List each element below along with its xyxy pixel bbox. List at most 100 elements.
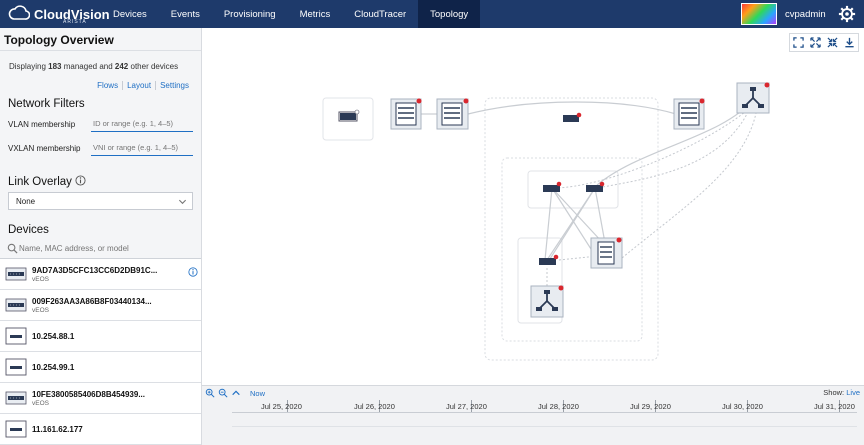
zoom-out-icon[interactable] [218, 388, 228, 398]
info-icon[interactable] [75, 175, 86, 186]
app-name: CloudVision [34, 6, 110, 22]
device-node[interactable] [586, 181, 605, 192]
topology-canvas[interactable] [202, 28, 864, 385]
expand-icon[interactable] [810, 37, 821, 48]
device-node[interactable] [563, 112, 582, 122]
list-item[interactable]: 10.254.88.1 [0, 321, 201, 352]
tab-devices[interactable]: Devices [113, 8, 147, 20]
tab-provisioning[interactable]: Provisioning [223, 8, 276, 20]
device-group[interactable] [517, 237, 563, 324]
tab-topology[interactable]: Topology [418, 0, 481, 28]
timeline-axis [232, 412, 857, 413]
device-type: vEOS [32, 276, 49, 283]
device-group[interactable] [501, 157, 643, 342]
cloudvision-logo-icon [8, 5, 30, 20]
chevron-down-icon [178, 199, 187, 205]
timeline-date: Jul 26, 2020 [354, 402, 395, 411]
list-item[interactable]: 10FE3800585406D8B454939... vEOS [0, 383, 201, 414]
generic-device-icon [5, 358, 27, 376]
canvas-toolbar [789, 33, 859, 52]
arista-switch-icon [5, 298, 27, 312]
device-group[interactable] [527, 170, 619, 209]
device-node[interactable] [390, 98, 422, 130]
settings-link[interactable]: Settings [155, 81, 193, 90]
timeline-date: Jul 31, 2020 [814, 402, 855, 411]
device-name: 10.254.88.1 [32, 332, 75, 341]
arista-switch-icon [5, 391, 27, 405]
top-navigation-bar: CloudVision ARISTA Devices Events Provis… [0, 0, 864, 28]
timeline-track[interactable] [232, 426, 857, 427]
app-subtitle: ARISTA [63, 19, 87, 25]
user-menu[interactable]: cvpadmin [741, 2, 826, 26]
device-node[interactable] [673, 98, 705, 130]
arista-switch-icon [5, 267, 27, 281]
device-type: vEOS [32, 400, 49, 407]
timeline[interactable]: Now Show: Live Jul 25, 2020 Jul 26, 2020… [202, 385, 864, 445]
timeline-tick [287, 400, 288, 412]
chevron-up-icon[interactable] [231, 388, 241, 398]
timeline-tick [747, 400, 748, 412]
generic-device-icon [5, 420, 27, 438]
device-node[interactable] [539, 254, 559, 265]
list-item[interactable]: 11.161.62.177 [0, 414, 201, 445]
topology-graph[interactable] [202, 28, 864, 385]
timeline-tick [839, 400, 840, 412]
devices-heading: Devices [8, 224, 49, 236]
layout-link[interactable]: Layout [122, 81, 155, 90]
vxlan-input[interactable] [91, 139, 193, 156]
generic-device-icon [5, 327, 27, 345]
avatar[interactable] [741, 3, 777, 25]
brand[interactable]: CloudVision ARISTA [8, 3, 110, 25]
device-name: 10FE3800585406D8B454939... [32, 390, 145, 399]
tab-metrics[interactable]: Metrics [299, 8, 331, 20]
device-node[interactable] [590, 237, 623, 269]
timeline-tick [563, 400, 564, 412]
device-node[interactable] [338, 109, 360, 122]
summary-suffix: other devices [130, 62, 179, 71]
device-node[interactable] [436, 98, 469, 130]
vlan-label: VLAN membership [8, 120, 76, 129]
device-name: 009F263AA3A86B8F03440134... [32, 297, 152, 306]
timeline-date: Jul 25, 2020 [261, 402, 302, 411]
list-item[interactable]: 009F263AA3A86B8F03440134... vEOS [0, 290, 201, 321]
device-name: 9AD7A3D5CFC13CC6D2DB91C... [32, 266, 158, 275]
device-node[interactable] [530, 285, 564, 318]
tab-events[interactable]: Events [170, 8, 200, 20]
list-item[interactable]: 10.254.99.1 [0, 352, 201, 383]
device-node[interactable] [736, 82, 770, 114]
timeline-controls: Now [205, 388, 265, 398]
network-filters-heading: Network Filters [8, 98, 85, 110]
device-search-input[interactable] [19, 241, 194, 256]
timeline-tick [655, 400, 656, 412]
timeline-date: Jul 27, 2020 [446, 402, 487, 411]
fullscreen-icon[interactable] [793, 37, 804, 48]
info-icon[interactable] [188, 267, 198, 277]
vlan-input[interactable] [91, 115, 193, 132]
collapse-icon[interactable] [827, 37, 838, 48]
timeline-date: Jul 30, 2020 [722, 402, 763, 411]
device-name: 11.161.62.177 [32, 425, 83, 434]
device-group[interactable] [484, 97, 659, 361]
list-item[interactable]: 9AD7A3D5CFC13CC6D2DB91C... vEOS [0, 259, 201, 290]
managed-count: 183 [48, 62, 62, 71]
summary-mid: managed and [63, 62, 113, 71]
tab-cloudtracer[interactable]: CloudTracer [354, 8, 407, 20]
flows-link[interactable]: Flows [97, 81, 119, 90]
now-button[interactable]: Now [250, 388, 266, 398]
gear-icon[interactable] [838, 5, 856, 23]
link-overlay-title: Link Overlay [8, 176, 72, 188]
vxlan-label: VXLAN membership [8, 144, 81, 153]
device-type: vEOS [32, 307, 49, 314]
topology-sidebar: Topology Overview Displaying 183 managed… [0, 28, 202, 445]
link-overlay-select[interactable]: None [8, 192, 193, 210]
device-group[interactable] [322, 97, 374, 141]
other-count: 242 [114, 62, 129, 71]
download-icon[interactable] [844, 37, 855, 48]
search-icon [7, 243, 18, 254]
zoom-in-icon[interactable] [205, 388, 215, 398]
device-node[interactable] [543, 181, 562, 192]
main-tabs: Devices Events Provisioning Metrics Clou… [101, 0, 481, 28]
divider [0, 50, 201, 51]
topology-links-dashed [546, 107, 758, 290]
live-link[interactable]: Live [846, 388, 860, 397]
